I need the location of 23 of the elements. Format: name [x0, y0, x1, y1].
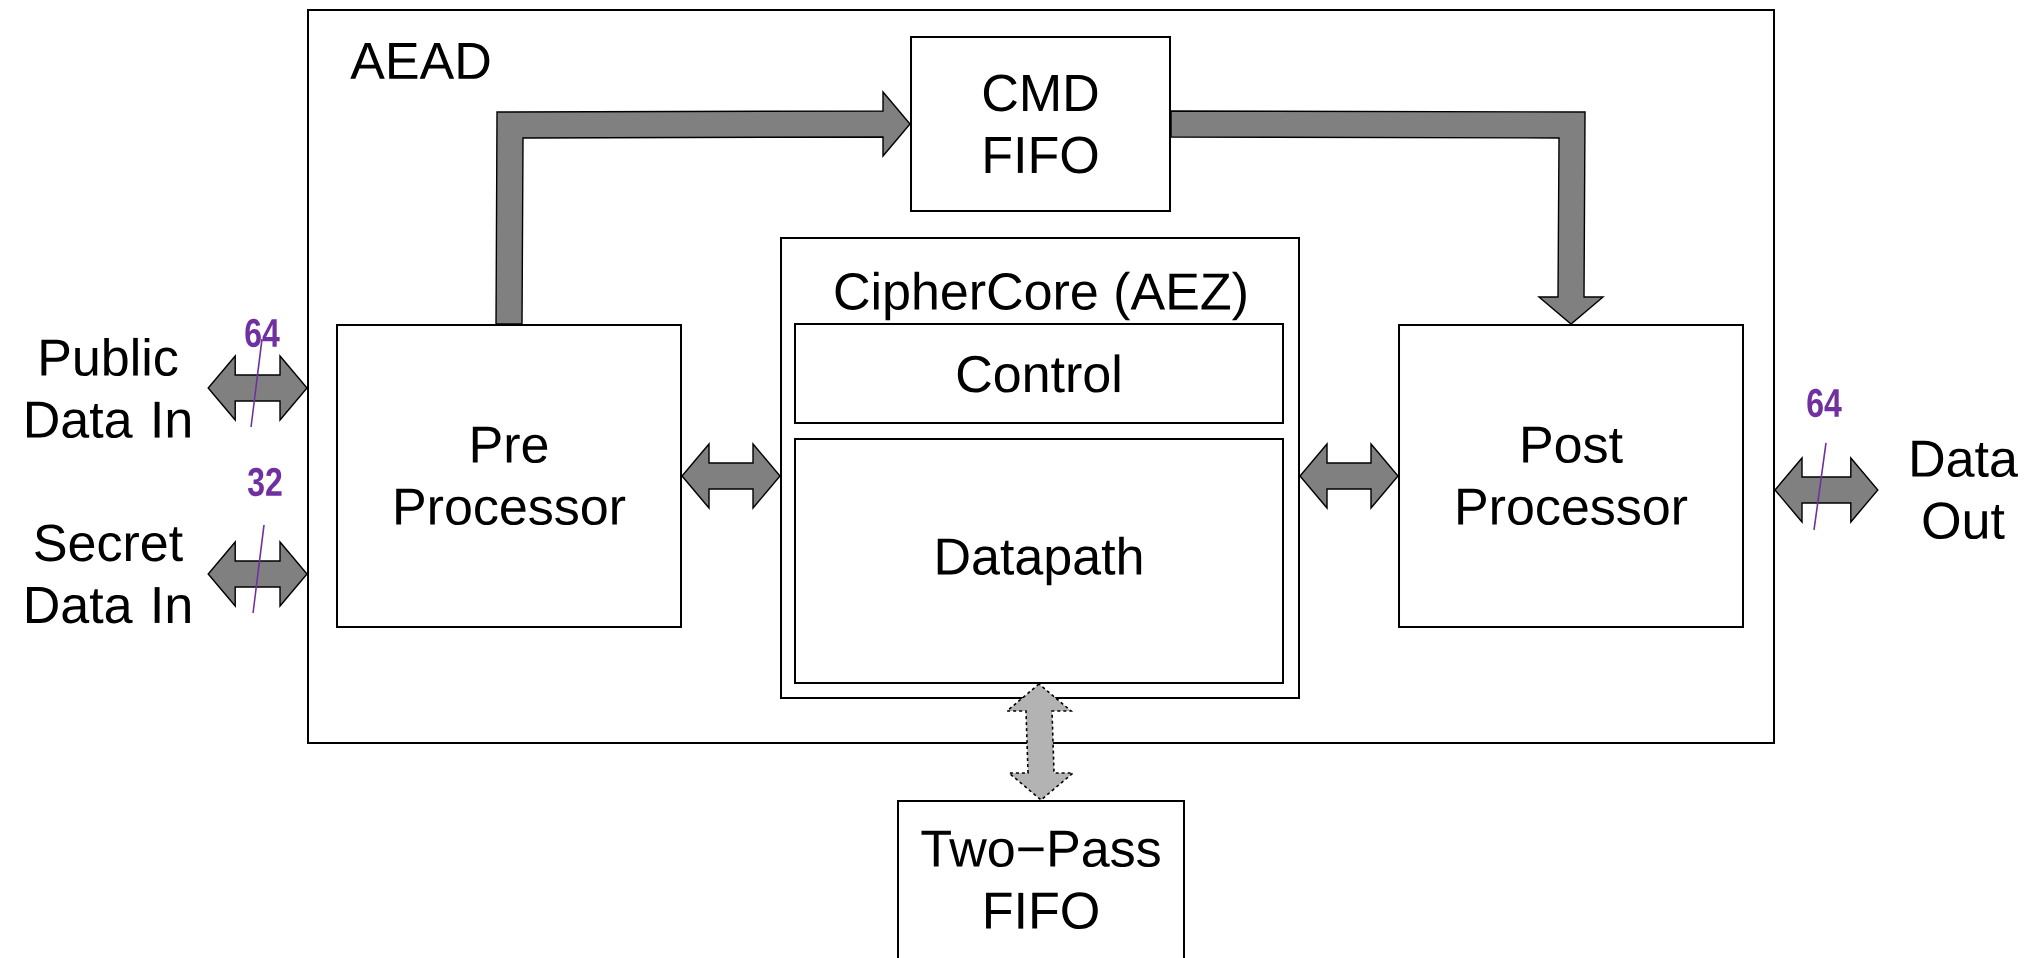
bus-width-label: 32: [247, 467, 282, 497]
bus-arrow: [1774, 456, 1879, 524]
core-box: [780, 237, 1300, 699]
block-box: Post Processor: [1398, 324, 1744, 628]
port-label: Data Out: [1912, 440, 2018, 540]
bus-arrow: [207, 354, 308, 422]
block-box: CMD FIFO: [910, 36, 1171, 212]
port-label: Public Data In: [27, 337, 190, 439]
block-box: Two−Pass FIFO: [897, 800, 1185, 958]
block-box: Datapath: [794, 438, 1284, 684]
module-box: [307, 9, 1775, 744]
box-heading: CipherCore (AEZ): [835, 271, 1246, 321]
bus-arrow: [1170, 110, 1605, 325]
port-label: Secret Data In: [27, 524, 190, 624]
bus-arrow: [495, 90, 911, 325]
block-box: Pre Processor: [336, 324, 682, 628]
bus-width-label: 64: [245, 318, 280, 348]
box-heading: AEAD: [350, 43, 490, 79]
bus-width-label: 64: [1807, 388, 1842, 418]
bus-arrow: [207, 540, 308, 608]
bus-arrow: [1299, 442, 1399, 510]
block-box: Control: [794, 323, 1284, 424]
bus-arrow: [681, 442, 781, 510]
